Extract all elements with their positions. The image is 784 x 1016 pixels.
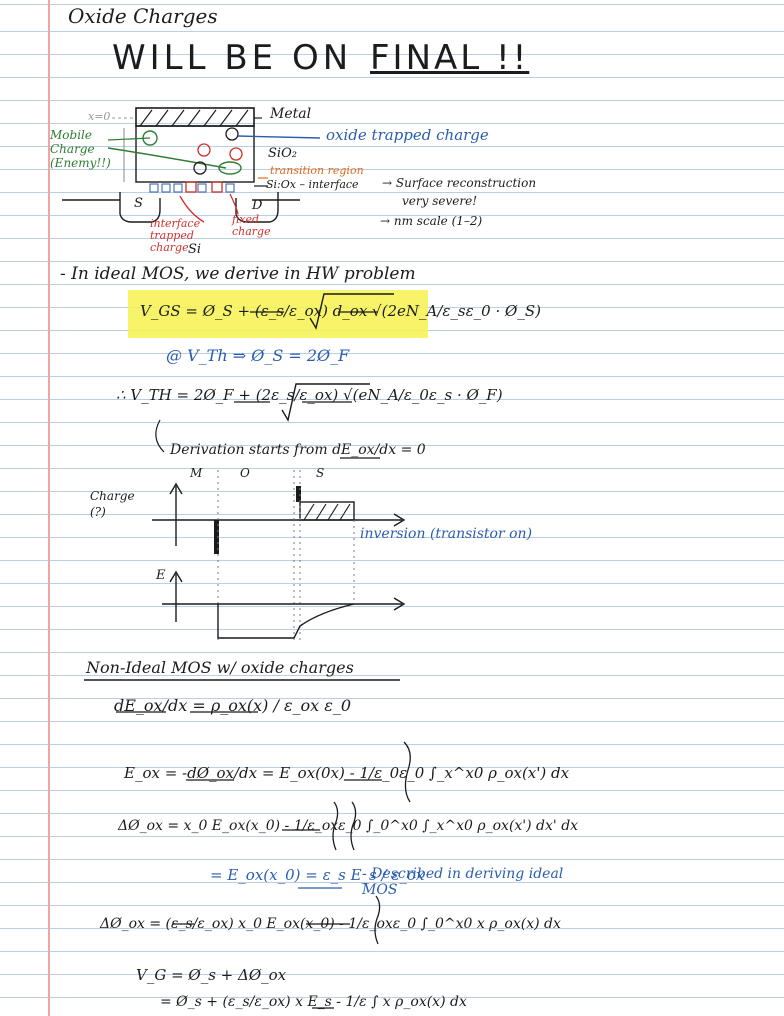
fixed-charge-label: fixed charge <box>232 213 271 238</box>
interface-trapped-label: interface trapped charge <box>150 217 201 254</box>
margin-line <box>48 0 50 1016</box>
nonideal-heading: Non-Ideal MOS w/ oxide charges <box>86 658 354 677</box>
page-title: Oxide Charges <box>68 4 218 28</box>
charge-axis-label: Charge (?) <box>90 489 135 519</box>
highlight-band <box>128 290 428 338</box>
headline-final: FINAL !! <box>370 38 530 78</box>
ideal-mos-line: - In ideal MOS, we derive in HW problem <box>60 264 416 284</box>
transition-label: transition region <box>270 164 364 177</box>
equation-2: E_ox = -dØ_ox/dx = E_ox(0x) - 1/ε_0ε_0 ∫… <box>124 764 570 782</box>
equation-3: ΔØ_ox = x_0 E_ox(x_0) - 1/ε_oxε_0 ∫_0^x0… <box>118 818 579 834</box>
label-o: O <box>240 466 250 480</box>
equation-7: = Ø_s + (ε_s/ε_ox) x E_s - 1/ε ∫ x ρ_ox(… <box>160 994 467 1010</box>
headline: WILL BE ON <box>112 38 353 78</box>
vth-equation: ∴ V_TH = 2Ø_F + (2ε_s/ε_ox) √(eN_A/ε_0ε_… <box>116 386 503 404</box>
metal-label: Metal <box>270 106 312 122</box>
derivation-line: Derivation starts from dE_ox/dx = 0 <box>170 442 426 458</box>
very-severe-label: very severe! <box>402 194 478 208</box>
surface-recon-label: → Surface reconstruction <box>382 176 537 190</box>
sio2-label: SiO₂ <box>268 146 297 161</box>
equation-4: = E_ox(x_0) = ε_s E_s / ε_ox <box>210 866 425 884</box>
at-vth-line: @ V_Th ⇒ Ø_S = 2Ø_F <box>166 346 350 365</box>
nm-scale-label: → nm scale (1–2) <box>380 214 483 228</box>
si-label: Si <box>188 242 202 257</box>
drain-label: D <box>252 198 263 213</box>
mobile-charge-label: Mobile Charge (Enemy!!) <box>50 128 111 170</box>
equation-5: ΔØ_ox = (ε_s/ε_ox) x_0 E_ox(x_0) - 1/ε_o… <box>100 916 561 932</box>
source-label: S <box>134 196 143 211</box>
interface-label: Si:Ox – interface <box>266 178 359 191</box>
vgs-equation: V_GS = Ø_S + (ε_s/ε_ox) d_ox √(2eN_A/ε_s… <box>140 302 541 320</box>
e-axis-label: E <box>156 568 166 583</box>
described-note: - Described in deriving ideal MOS <box>362 866 564 898</box>
oxide-trapped-label: oxide trapped charge <box>326 126 489 144</box>
x0-label: x=0 <box>88 110 111 123</box>
label-s: S <box>316 466 325 480</box>
inversion-label: inversion (transistor on) <box>360 526 533 542</box>
label-m: M <box>190 466 203 480</box>
equation-6: V_G = Ø_s + ΔØ_ox <box>136 966 287 984</box>
equation-1: dE_ox/dx = ρ_ox(x) / ε_ox ε_0 <box>114 696 352 715</box>
